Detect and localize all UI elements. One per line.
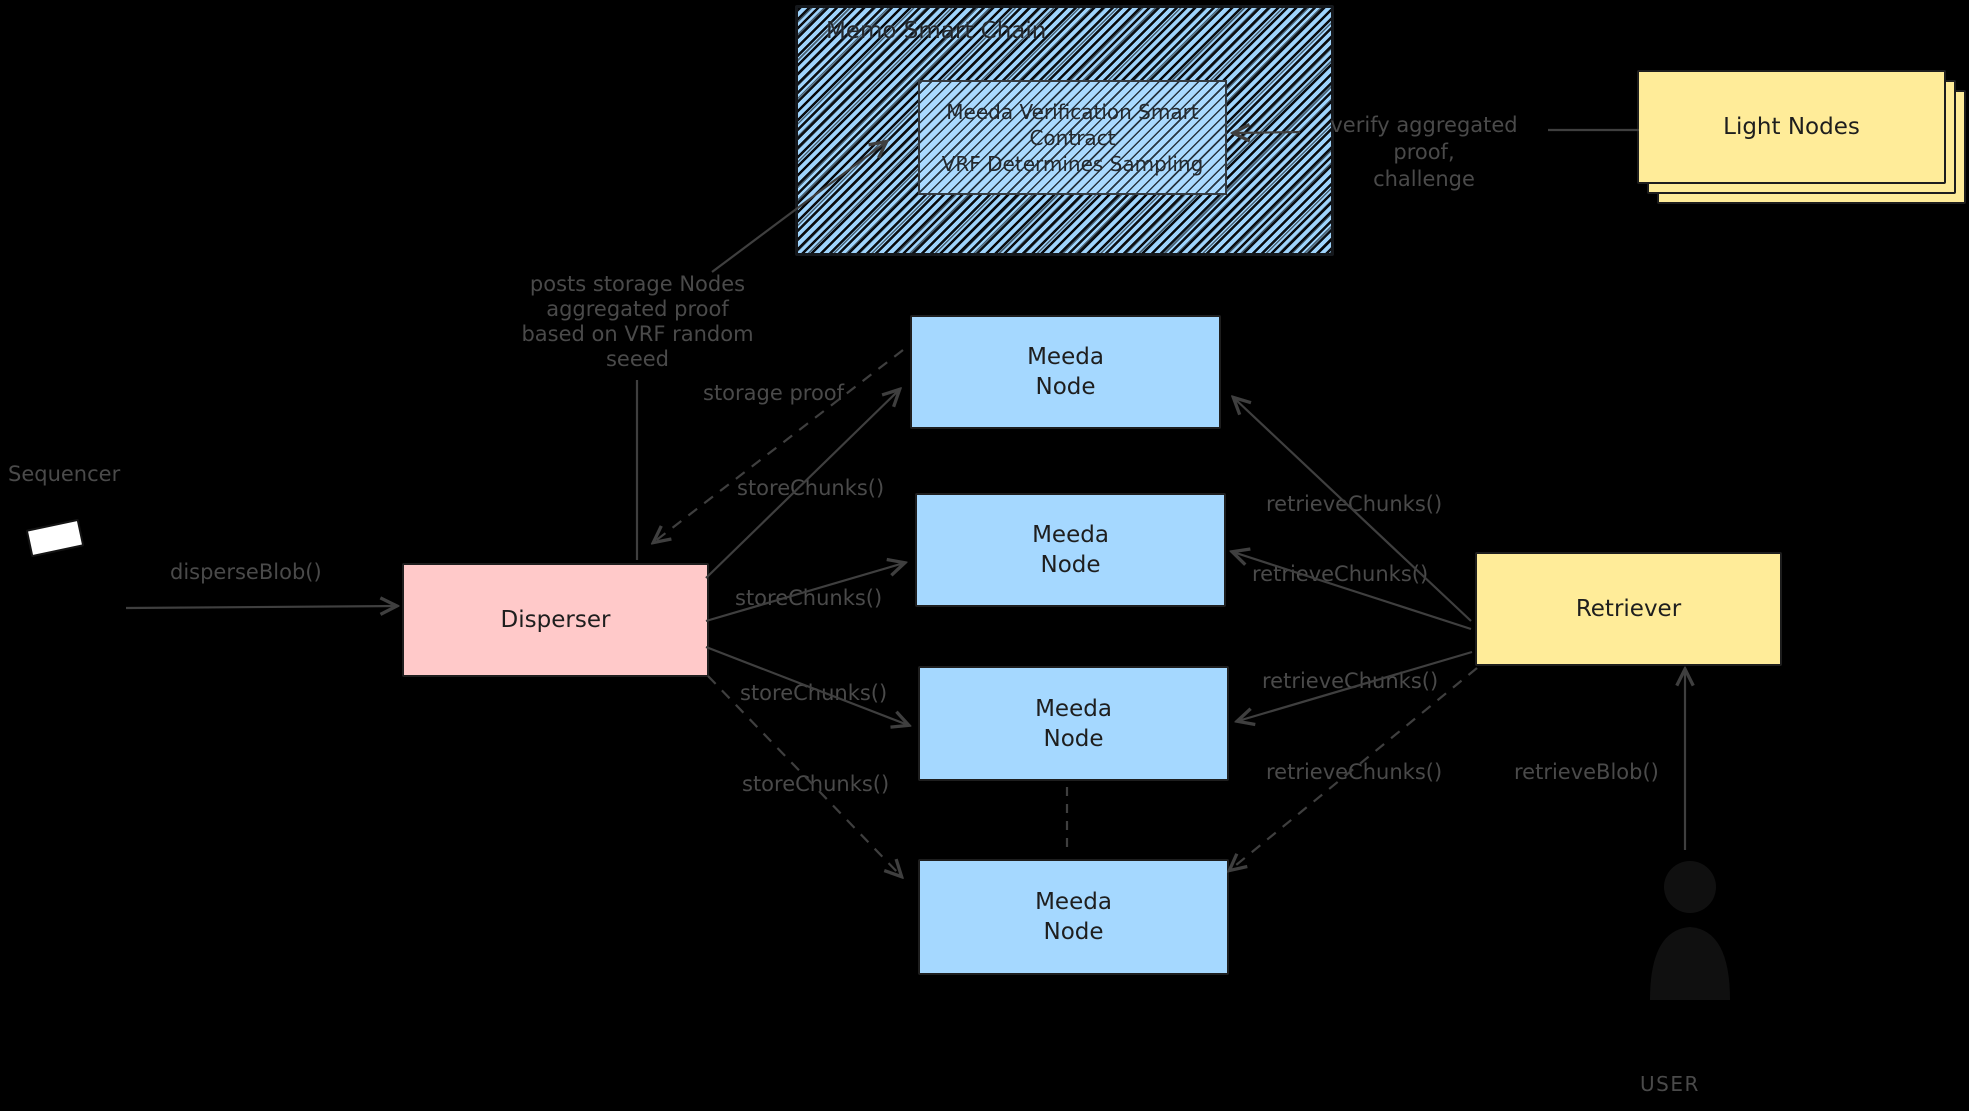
- meeda-node-4: Meeda Node: [918, 859, 1229, 975]
- meeda-node-label: Meeda Node: [1035, 889, 1112, 945]
- meeda-node-2: Meeda Node: [915, 493, 1226, 607]
- edge-disperse-blob: [125, 606, 396, 608]
- edge-label-store-chunks-1: storeChunks(): [737, 476, 885, 500]
- edge-label-retrieve-chunks-3: retrieveChunks(): [1262, 669, 1439, 693]
- light-nodes-box: Light Nodes: [1637, 70, 1946, 184]
- meeda-node-label: Meeda Node: [1027, 344, 1104, 400]
- meeda-node-label: Meeda Node: [1032, 522, 1109, 578]
- edge-label-retrieve-blob: retrieveBlob(): [1514, 760, 1659, 784]
- disperser-label: Disperser: [500, 607, 611, 633]
- user-icon: [1650, 861, 1730, 1000]
- edge-label-verify: verify aggregated proof, challenge: [1330, 113, 1518, 191]
- user-label: USER: [1640, 1072, 1700, 1096]
- edge-label-posts-proof: posts storage Nodes aggregated proof bas…: [521, 272, 754, 371]
- edge-label-retrieve-chunks-2: retrieveChunks(): [1252, 562, 1429, 586]
- retriever-box: Retriever: [1475, 552, 1782, 666]
- disperser-box: Disperser: [402, 563, 709, 677]
- meeda-node-3: Meeda Node: [918, 666, 1229, 781]
- light-nodes-label: Light Nodes: [1723, 114, 1860, 140]
- edge-label-store-chunks-2: storeChunks(): [735, 586, 883, 610]
- edge-storage-proof: [654, 349, 904, 542]
- sequencer-label: Sequencer: [8, 462, 121, 486]
- retriever-label: Retriever: [1575, 596, 1682, 622]
- edge-label-retrieve-chunks-1: retrieveChunks(): [1266, 492, 1443, 516]
- memo-smart-chain-box: Memo Smart Chain Meeda Verification Smar…: [795, 5, 1334, 256]
- edge-label-store-chunks-3: storeChunks(): [740, 681, 888, 705]
- sequencer-icon: [25, 518, 85, 558]
- edge-label-store-chunks-4: storeChunks(): [742, 772, 890, 796]
- verification-contract-label: Meeda Verification Smart Contract VRF De…: [941, 99, 1204, 176]
- edge-label-retrieve-chunks-4: retrieveChunks(): [1266, 760, 1443, 784]
- chain-title: Memo Smart Chain: [826, 18, 1047, 44]
- meeda-node-1: Meeda Node: [910, 315, 1221, 429]
- edge-label-disperse-blob: disperseBlob(): [170, 560, 322, 584]
- verification-contract-box: Meeda Verification Smart Contract VRF De…: [918, 80, 1227, 195]
- meeda-node-label: Meeda Node: [1035, 695, 1112, 752]
- edge-label-storage-proof: storage proof: [703, 381, 845, 405]
